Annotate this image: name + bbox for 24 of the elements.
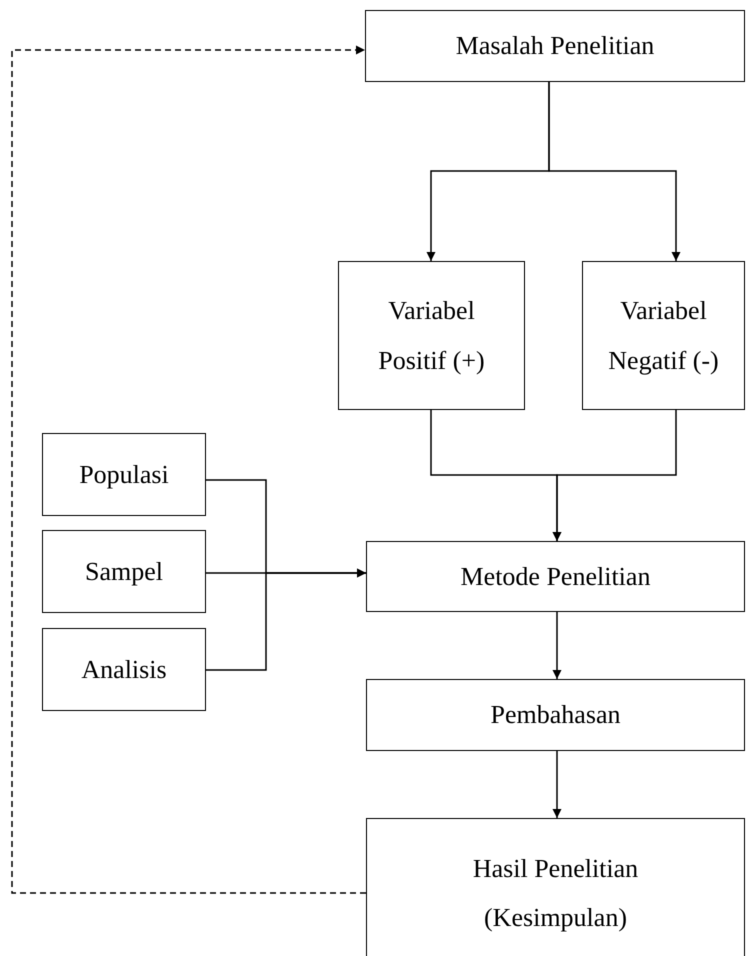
box-label: Hasil Penelitian (Kesimpulan) <box>472 852 640 934</box>
arrow <box>552 612 562 679</box>
dashed-arrow <box>11 46 366 894</box>
process-box <box>338 261 525 410</box>
box-label: Variabel Negatif (-) <box>607 295 720 377</box>
process-box <box>42 530 206 613</box>
box-label: Populasi <box>79 458 169 491</box>
arrow <box>206 568 366 671</box>
box-label: Metode Penelitian <box>460 560 650 593</box>
process-box <box>42 433 206 516</box>
box-label: Masalah Penelitian <box>456 30 654 62</box>
process-box <box>366 541 745 612</box>
process-box <box>365 10 745 82</box>
box-label: Variabel Positif (+) <box>377 295 486 376</box>
arrow <box>548 82 680 261</box>
box-label: Analisis <box>81 654 167 686</box>
process-box <box>366 818 745 956</box>
box-label: Pembahasan <box>490 699 620 732</box>
process-box <box>42 628 206 711</box>
arrow <box>552 751 562 818</box>
process-box <box>582 261 745 410</box>
box-label: Sampel <box>85 556 163 588</box>
process-box <box>366 679 745 751</box>
arrow <box>552 410 677 541</box>
